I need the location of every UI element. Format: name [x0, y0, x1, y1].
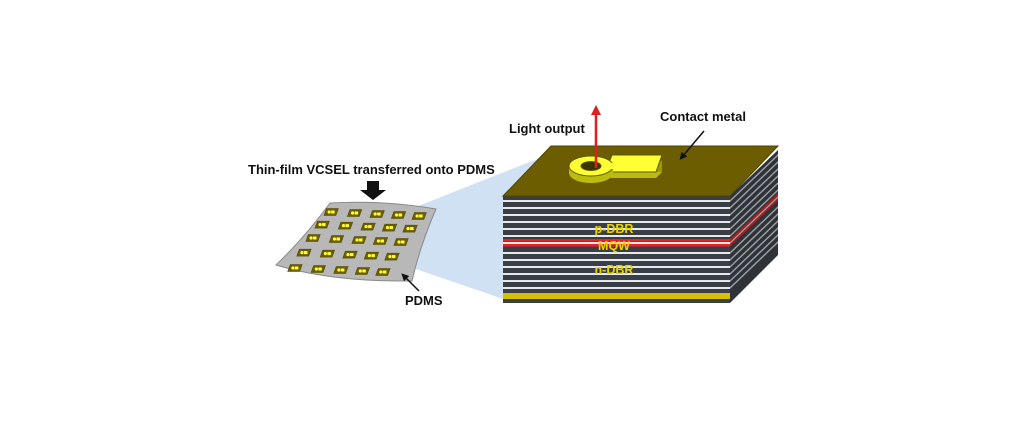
front-face-layers: [503, 200, 730, 299]
vcsel-chip-pad: [354, 211, 359, 215]
vcsel-chip-contact: [355, 238, 359, 242]
side-layer: [730, 175, 778, 223]
vcsel-chip-pad: [318, 267, 322, 271]
vcsel-chip-contact: [406, 226, 410, 231]
front-layer: [503, 207, 730, 209]
vcsel-chip-pad: [322, 223, 326, 227]
vcsel-chip-contact: [385, 225, 390, 230]
pdms-label: PDMS: [405, 293, 443, 308]
vcsel-chip-contact: [376, 239, 381, 243]
side-layer: [730, 206, 778, 254]
side-face-layers: [730, 154, 778, 289]
front-layer: [503, 287, 730, 289]
light-output-label: Light output: [509, 121, 585, 136]
front-layer: [503, 242, 730, 244]
mqw-label: MQW: [598, 239, 630, 253]
contact-metal-label: Contact metal: [660, 109, 746, 124]
side-layer: [730, 193, 778, 242]
front-layer: [503, 235, 730, 237]
side-layer: [730, 241, 778, 289]
vcsel-chip-pad: [398, 213, 403, 217]
vcsel-chip-pad: [380, 239, 384, 243]
vcsel-chip-pad: [362, 269, 366, 273]
vcsel-chip-pad: [382, 270, 387, 274]
p-dbr-label: p-DBR: [595, 222, 634, 236]
side-layer: [730, 213, 778, 261]
side-layer: [730, 161, 778, 209]
vcsel-chip-contact: [327, 210, 331, 214]
side-layer: [730, 154, 778, 202]
vcsel-chip-pad: [294, 266, 299, 270]
front-layer: [503, 280, 730, 282]
vcsel-chip-pad: [327, 252, 331, 256]
vcsel-chip-contact: [373, 212, 377, 216]
front-layer: [503, 214, 730, 216]
contact-metal-ring: [568, 155, 620, 183]
vcsel-chip-contact: [300, 250, 304, 255]
vcsel-chip-pad: [331, 210, 335, 214]
vcsel-chip-pad: [371, 254, 375, 258]
vcsel-chip-pad: [419, 214, 423, 218]
side-layer: [730, 168, 778, 216]
vcsel-chip-pad: [349, 253, 354, 257]
side-layer: [730, 227, 778, 275]
front-layer: [503, 252, 730, 254]
vcsel-chip-pad: [313, 236, 317, 240]
front-layer: [503, 221, 730, 223]
vcsel-chip-contact: [318, 222, 322, 227]
vcsel-chip-contact: [397, 240, 401, 244]
side-layer: [730, 189, 778, 237]
vcsel-chip-contact: [350, 211, 355, 215]
side-layer: [730, 198, 778, 247]
vcsel-chip-contact: [367, 253, 371, 258]
vcsel-chip-pad: [303, 251, 308, 255]
n-dbr-label: n-DBR: [595, 263, 634, 277]
vcsel-chip-contact: [291, 266, 295, 270]
device-front-face: [503, 196, 730, 303]
thin-film-title: Thin-film VCSEL transferred onto PDMS: [248, 162, 495, 177]
vcsel-chip-contact: [323, 251, 327, 256]
front-layer: [503, 273, 730, 275]
side-layer: [730, 234, 778, 282]
side-layer: [730, 196, 778, 244]
vcsel-chip-pad: [410, 227, 414, 231]
vcsel-chip-pad: [368, 225, 372, 229]
vcsel-chip-contact: [364, 224, 368, 229]
vcsel-chip-pad: [345, 224, 350, 228]
contact-metal-pointer-arrow: [679, 130, 705, 160]
front-layer: [503, 200, 730, 202]
vcsel-chip-contact: [341, 223, 346, 228]
bottom-contact-layer: [503, 293, 730, 299]
side-layer: [730, 220, 778, 268]
vcsel-chip-pad: [401, 240, 405, 244]
vcsel-chip-contact: [346, 252, 350, 257]
front-layer: [503, 228, 730, 230]
vcsel-chip-pad: [389, 226, 394, 230]
side-layer: [730, 182, 778, 230]
vcsel-chip-contact: [314, 267, 318, 271]
vcsel-chip-contact: [332, 237, 337, 241]
vcsel-chip-pad: [340, 268, 345, 272]
vcsel-chip-contact: [358, 269, 362, 273]
vcsel-chip-pad: [359, 238, 363, 242]
vcsel-chip-pad: [391, 255, 396, 259]
front-layer: [503, 266, 730, 268]
vcsel-chip-contact: [379, 270, 383, 274]
vcsel-chip-contact: [394, 213, 399, 217]
front-layer: [503, 239, 730, 242]
down-arrow-icon: [360, 181, 386, 200]
front-layer: [503, 244, 730, 247]
vcsel-chip-contact: [337, 268, 341, 272]
vcsel-chip-pad: [336, 237, 340, 241]
vcsel-chip-contact: [388, 254, 392, 259]
chip-array: [287, 208, 427, 276]
pdms-pointer-arrow: [401, 273, 420, 292]
vcsel-chip-pad: [377, 212, 381, 216]
vcsel-chip-contact: [309, 236, 313, 240]
vcsel-chip-contact: [415, 214, 419, 218]
front-layer: [503, 259, 730, 261]
